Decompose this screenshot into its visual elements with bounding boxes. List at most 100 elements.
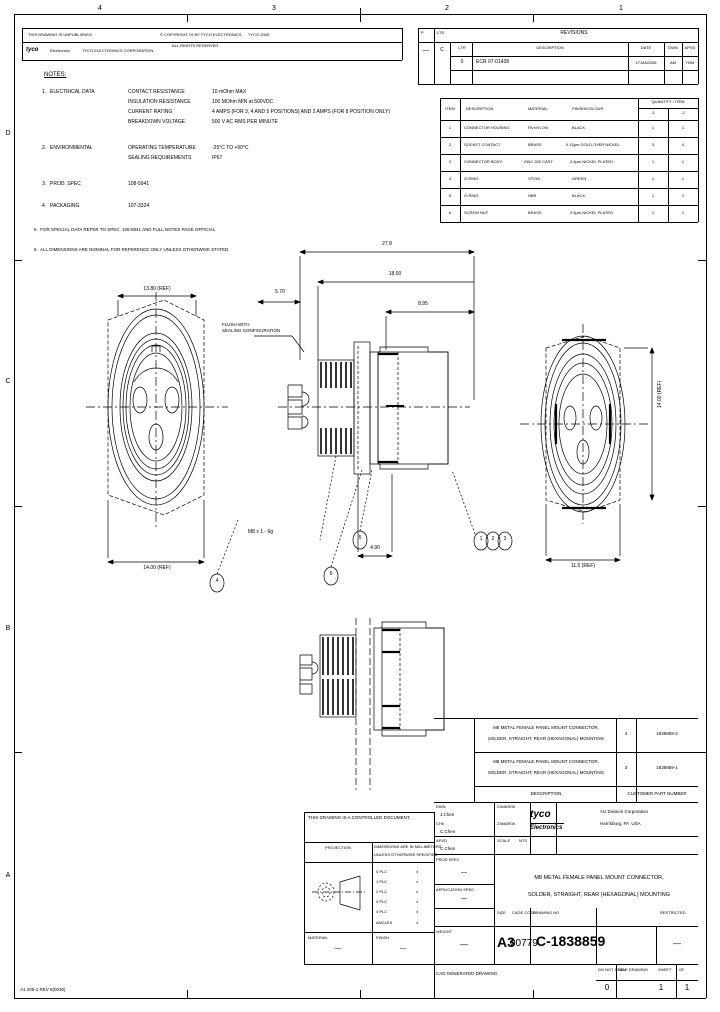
table-row: 2.5µm NICKEL PLATED: [570, 210, 613, 215]
table-row: BRASS: [528, 210, 542, 215]
tyco-logo: tyco: [530, 809, 551, 820]
pl-item-header: ITEM: [445, 106, 455, 111]
table-row: 1: [651, 193, 655, 198]
tb-c5: [596, 908, 597, 964]
dim-right-vert: 14.00 (REF): [657, 380, 663, 408]
copyright-year: TYCO 2000: [248, 32, 270, 37]
tyco-logo-header: tyco: [26, 47, 39, 53]
table-row: 1: [681, 159, 685, 164]
rev-value: 0: [604, 983, 610, 992]
balloon-label-5: 5: [358, 535, 362, 541]
dwg-no-value: C-1838859: [536, 933, 606, 949]
balloon-label-6: 6: [329, 571, 333, 577]
tb-colhdr-bottom: [434, 802, 698, 803]
restricted-label: RESTRICTED: [660, 910, 686, 915]
rev-r3: [450, 70, 698, 71]
tol-row-3-v: ±: [416, 899, 419, 904]
note-2-val-0: -25°C TO +90°C: [212, 145, 249, 151]
tyco-logo-rule: [530, 823, 564, 824]
zone-tick: [14, 752, 22, 753]
table-row: 3: [448, 159, 452, 164]
table-row: 1: [651, 210, 655, 215]
balloon-label-1: 1: [479, 536, 483, 542]
desc-row-1-pn: 1838859-1: [656, 765, 678, 770]
tyco-logo-sub: Electronics: [530, 825, 563, 831]
cage-code-value: 00779: [510, 938, 538, 949]
balloon-label-4: 4: [215, 578, 219, 584]
tb-c1: [494, 802, 495, 964]
app-spec-value: —: [461, 896, 467, 902]
table-row: CONNECTOR HOUSING: [464, 125, 510, 130]
tolerance-subtitle: UNLESS OTHERWISE SPECIFIED: [374, 852, 438, 857]
pl-c1: [460, 98, 461, 222]
tb-r6: [434, 964, 698, 965]
app-spec-label: APPLICATION SPEC: [436, 887, 475, 892]
pl-r5: [440, 205, 698, 206]
balloon-label-3: 3: [503, 536, 507, 542]
dim-overall-length: 27.8: [382, 241, 392, 247]
balloon-3: [497, 531, 513, 551]
tb-r3: [434, 884, 494, 885]
rev-cage: C: [440, 47, 444, 53]
table-row: BLACK: [572, 193, 586, 198]
table-row: 2: [448, 142, 452, 147]
table-row: SCREW NUT: [464, 210, 489, 215]
tb-c2: [530, 802, 531, 854]
zone-label-top-3: 3: [272, 5, 276, 12]
pl-qty-col-2: -2: [681, 110, 685, 115]
tb-c6: [656, 926, 657, 964]
projection-label: PROJECTION: [325, 845, 351, 850]
desc-row-1-l2: SOLDER, STRAIGHT, REAR (HEXAGONAL) MOUNT…: [487, 770, 605, 775]
dnc-label: DO NOT SCALE DRAWING: [598, 967, 649, 972]
pl-r3: [440, 171, 698, 172]
cd-top: [304, 812, 434, 813]
table-row: NBR: [528, 193, 537, 198]
cd-left: [304, 812, 305, 964]
chk-label: CHK: [436, 821, 445, 826]
rev-c2: [450, 42, 451, 84]
pl-top: [440, 98, 698, 99]
chk-date: 23MAR08: [497, 821, 515, 826]
note-1-key-1: INSULATION RESISTANCE: [128, 99, 191, 105]
table-row: 0.15µm GOLD OVER NICKEL: [566, 142, 620, 147]
rev-c6: [682, 42, 683, 84]
sheet-value: 1: [658, 983, 664, 992]
rev-ltr-header: LTR: [437, 30, 445, 35]
rev-dwn-header: DWN: [668, 45, 678, 50]
note-1-val-1: 100 MOhm MIN at 500VDC: [212, 99, 274, 105]
weight-label: WEIGHT: [436, 929, 452, 934]
tolerance-title: DIMENSIONS ARE IN MILLIMETERS: [374, 844, 442, 849]
note-1-val-2: 4 AMPS (FOR 3, 4 AND 5 POSITIONS) AND 2 …: [212, 109, 391, 115]
zone-tick: [698, 260, 706, 261]
footer-cad-ref: A1 205-1 REV 9(0030): [20, 987, 66, 992]
zone-tick: [698, 506, 706, 507]
tb-desc-left: [474, 718, 475, 802]
table-row: GREEN: [572, 176, 587, 181]
drawn-label: DWN: [436, 804, 446, 809]
weight-value: —: [460, 940, 468, 949]
thread-spec-label: M8 x 1 - 6g: [248, 529, 274, 535]
front-view-right: [520, 324, 655, 563]
table-row: CONNECTOR BODY: [464, 159, 503, 164]
page-title-line2: SOLDER, STRAIGHT, REAR (HEXAGONAL) MOUNT…: [527, 892, 671, 898]
tol-row-1-k: 1 PLC: [376, 879, 388, 884]
tb-c3: [556, 802, 557, 854]
tb-c4: [530, 908, 531, 964]
balloon-label-2: 2: [491, 536, 495, 542]
tb-dash-left: [616, 718, 617, 802]
material-label: MATERIAL: [308, 935, 328, 940]
dim-hex-length: 8.95: [418, 301, 428, 307]
copyright-notice: © COPYRIGHT 19 BY TYCO ELECTRONICS: [160, 32, 242, 37]
note-6: 6. ALL DIMENSIONS ARE NOMINAL FOR REFERE…: [34, 247, 230, 252]
tol-row-5-k: ANGLES: [376, 920, 393, 925]
border-bottom: [14, 998, 706, 999]
border-right: [706, 14, 707, 998]
company-line-2: Harrisburg, PA USA: [600, 821, 641, 826]
note-1-val-0: 10 mOhm MAX: [212, 89, 247, 95]
tol-row-4-v: ±: [416, 909, 419, 914]
zone-tick: [14, 506, 22, 507]
zone-label-left-a: A: [5, 872, 11, 879]
tol-row-5-v: ±: [416, 920, 419, 925]
zone-tick: [533, 990, 534, 998]
